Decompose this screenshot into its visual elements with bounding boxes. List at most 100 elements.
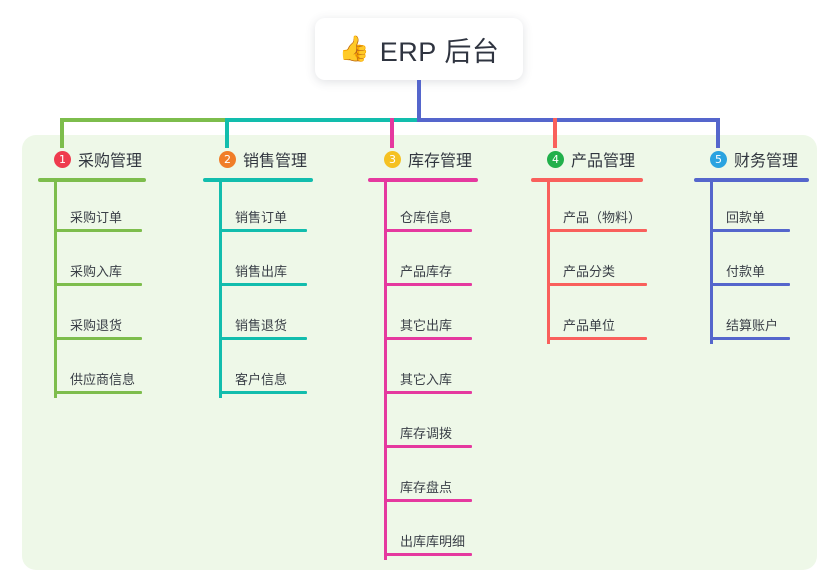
item-label: 销售出库: [235, 264, 288, 279]
drop-line-4: [553, 118, 557, 148]
item-underline: [384, 553, 472, 556]
branch-badge-5: 5: [710, 150, 727, 168]
item-label: 采购退货: [70, 318, 123, 333]
branch-badge-1: 1: [54, 150, 71, 168]
trunk-segment-3: [417, 118, 720, 122]
drop-line-3: [390, 118, 394, 148]
list-item[interactable]: 产品（物料）: [531, 182, 681, 236]
item-spine: [384, 290, 387, 344]
branch-header-2[interactable]: 2 销售管理: [203, 146, 353, 172]
item-underline: [384, 283, 472, 286]
trunk-segment-2: [225, 118, 423, 122]
branch-title-4: 产品管理: [571, 153, 636, 170]
item-underline: [384, 499, 472, 502]
list-item[interactable]: 其它入库: [368, 344, 518, 398]
branch-items-3: 仓库信息产品库存其它出库其它入库库存调拨库存盘点出库库明细: [368, 182, 518, 560]
branch-column-5: 5 财务管理回款单付款单结算账户: [694, 146, 839, 344]
item-spine: [384, 236, 387, 290]
branch-column-2: 2 销售管理销售订单销售出库销售退货客户信息: [203, 146, 353, 398]
item-spine: [384, 506, 387, 560]
item-label: 付款单: [726, 264, 766, 279]
branch-underline-1: [38, 178, 146, 182]
item-spine: [54, 290, 57, 344]
list-item[interactable]: 产品单位: [531, 290, 681, 344]
item-underline: [547, 229, 647, 232]
item-spine: [547, 182, 550, 236]
list-item[interactable]: 采购退货: [38, 290, 188, 344]
item-underline: [547, 283, 647, 286]
list-item[interactable]: 采购入库: [38, 236, 188, 290]
item-label: 回款单: [726, 210, 766, 225]
item-label: 库存调拨: [400, 426, 453, 441]
branch-items-1: 采购订单采购入库采购退货供应商信息: [38, 182, 188, 398]
item-underline: [710, 283, 790, 286]
branch-header-4[interactable]: 4 产品管理: [531, 146, 681, 172]
item-spine: [710, 290, 713, 344]
item-label: 销售退货: [235, 318, 288, 333]
item-underline: [384, 229, 472, 232]
list-item[interactable]: 产品库存: [368, 236, 518, 290]
list-item[interactable]: 回款单: [694, 182, 839, 236]
list-item[interactable]: 采购订单: [38, 182, 188, 236]
list-item[interactable]: 其它出库: [368, 290, 518, 344]
item-spine: [547, 290, 550, 344]
item-underline: [710, 337, 790, 340]
branch-items-2: 销售订单销售出库销售退货客户信息: [203, 182, 353, 398]
branch-badge-2: 2: [219, 150, 236, 168]
list-item[interactable]: 客户信息: [203, 344, 353, 398]
list-item[interactable]: 产品分类: [531, 236, 681, 290]
branch-title-3: 库存管理: [408, 153, 473, 170]
branch-header-5[interactable]: 5 财务管理: [694, 146, 839, 172]
item-underline: [710, 229, 790, 232]
item-spine: [384, 344, 387, 398]
list-item[interactable]: 销售出库: [203, 236, 353, 290]
list-item[interactable]: 库存调拨: [368, 398, 518, 452]
list-item[interactable]: 仓库信息: [368, 182, 518, 236]
branch-items-5: 回款单付款单结算账户: [694, 182, 839, 344]
item-underline: [384, 445, 472, 448]
item-label: 客户信息: [235, 372, 288, 387]
item-label: 销售订单: [235, 210, 288, 225]
item-spine: [54, 182, 57, 236]
item-spine: [384, 452, 387, 506]
root-node[interactable]: 👍 ERP 后台: [315, 18, 523, 80]
root-stem: [417, 80, 421, 122]
list-item[interactable]: 结算账户: [694, 290, 839, 344]
list-item[interactable]: 销售退货: [203, 290, 353, 344]
item-underline: [384, 337, 472, 340]
item-spine: [219, 344, 222, 398]
list-item[interactable]: 销售订单: [203, 182, 353, 236]
item-underline: [54, 229, 142, 232]
item-spine: [219, 290, 222, 344]
item-label: 产品单位: [563, 318, 616, 333]
item-label: 结算账户: [726, 318, 779, 333]
list-item[interactable]: 库存盘点: [368, 452, 518, 506]
item-spine: [710, 236, 713, 290]
branch-badge-4: 4: [547, 150, 564, 168]
branch-column-4: 4 产品管理产品（物料）产品分类产品单位: [531, 146, 681, 344]
item-spine: [219, 182, 222, 236]
item-underline: [547, 337, 647, 340]
item-spine: [710, 182, 713, 236]
item-label: 其它入库: [400, 372, 453, 387]
item-spine: [54, 344, 57, 398]
list-item[interactable]: 付款单: [694, 236, 839, 290]
branch-title-5: 财务管理: [734, 153, 799, 170]
item-underline: [219, 283, 307, 286]
root-title: ERP 后台: [379, 36, 500, 67]
list-item[interactable]: 出库库明细: [368, 506, 518, 560]
trunk-segment-1: [60, 118, 229, 122]
item-label: 采购订单: [70, 210, 123, 225]
item-label: 出库库明细: [400, 534, 466, 549]
item-underline: [219, 391, 307, 394]
item-spine: [384, 182, 387, 236]
item-underline: [54, 283, 142, 286]
branch-title-2: 销售管理: [243, 153, 308, 170]
list-item[interactable]: 供应商信息: [38, 344, 188, 398]
item-label: 其它出库: [400, 318, 453, 333]
